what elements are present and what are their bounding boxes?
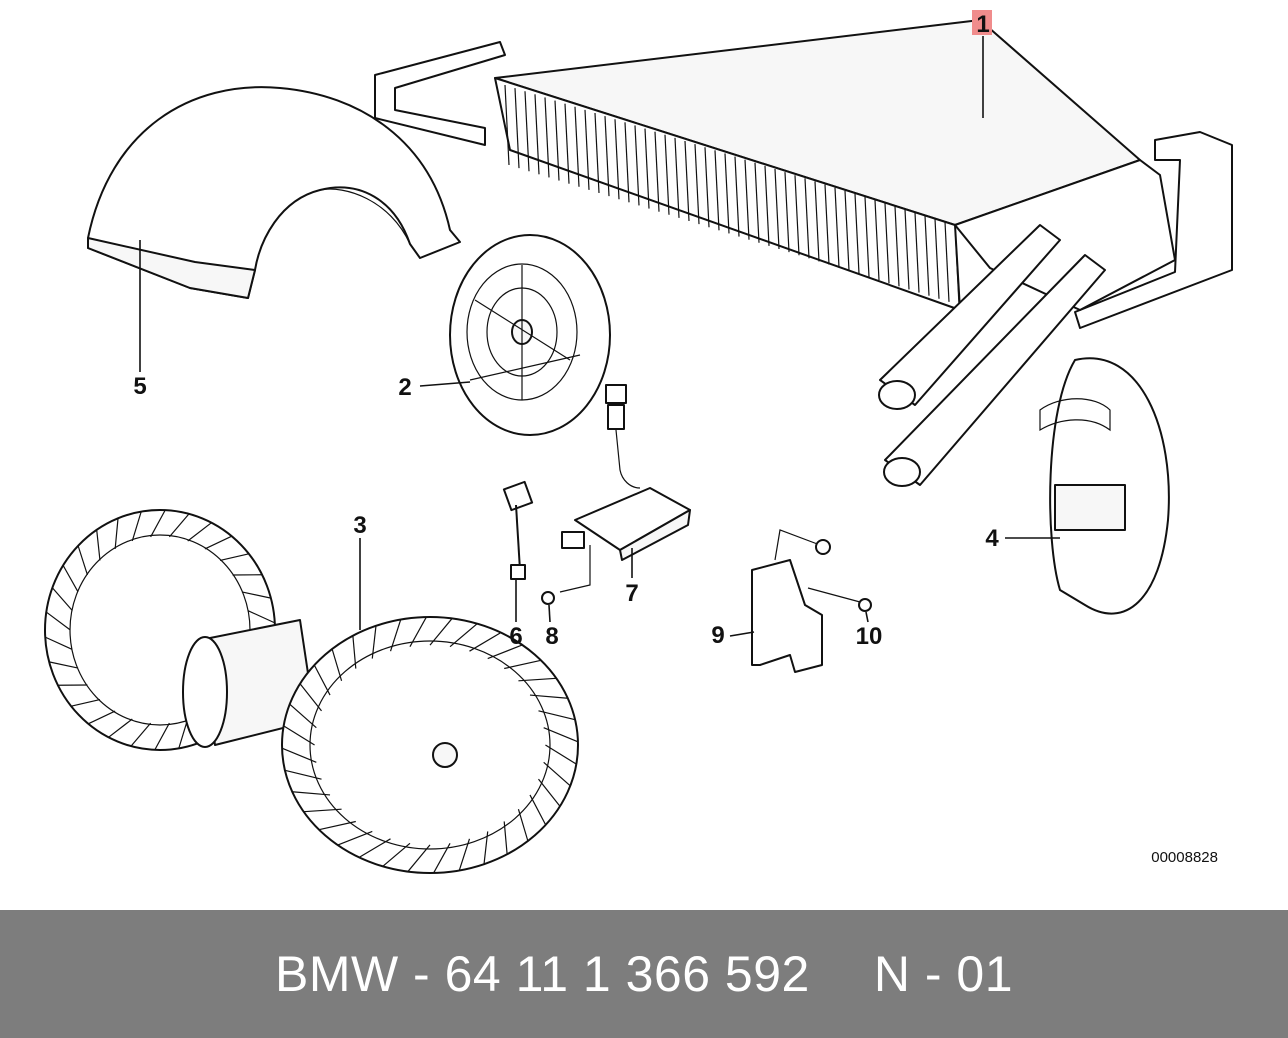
heater-core-drawing <box>374 19 1233 487</box>
callout-9: 9 <box>711 622 724 649</box>
exploded-view-drawing: 1 2 3 4 5 6 7 8 9 10 00008828 <box>44 10 1233 874</box>
fan-housing-plate-drawing <box>449 234 611 436</box>
callout-2: 2 <box>398 374 411 401</box>
callout-6: 6 <box>509 623 522 650</box>
callout-8: 8 <box>545 623 558 650</box>
callout-1-highlight <box>972 10 992 35</box>
callout-5: 5 <box>133 373 146 400</box>
banner-text: BMW - 64 11 1 366 592 N - 01 <box>275 945 1013 1003</box>
part-number-label: BMW - 64 11 1 366 592 <box>274 946 810 1002</box>
callout-3: 3 <box>353 512 366 539</box>
heater-cover-drawing <box>87 86 461 299</box>
bracket-drawing <box>751 529 872 673</box>
parts-diagram: 1 2 3 4 5 6 7 8 9 10 00008828 <box>44 10 1233 874</box>
blower-motor-drawing <box>44 509 579 874</box>
drawing-number: 00008828 <box>1151 849 1218 866</box>
part-number-banner: BMW - 64 11 1 366 592 N - 01 <box>0 910 1288 1038</box>
callout-7: 7 <box>625 580 638 607</box>
variant-label: N - 01 <box>873 946 1014 1002</box>
callout-10: 10 <box>856 623 883 650</box>
callout-4: 4 <box>985 525 999 552</box>
callout-1: 1 <box>976 11 989 38</box>
resistor-drawing <box>502 384 691 605</box>
cover-plate-drawing <box>1039 357 1170 615</box>
leader-lines <box>139 36 1060 637</box>
